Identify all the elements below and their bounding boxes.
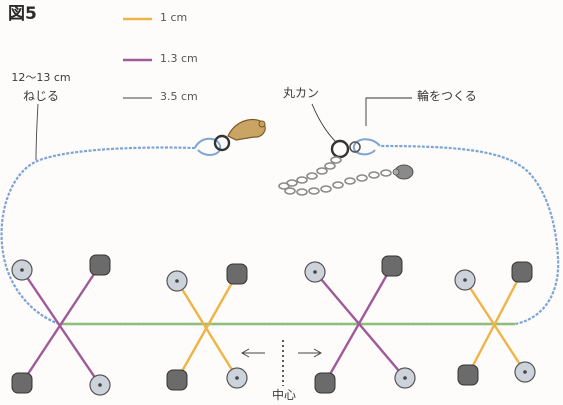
lobster-clasp-icon	[227, 118, 266, 141]
legend-label-3-5cm: 3.5 cm	[160, 90, 198, 103]
twisted-wire-loop	[0, 144, 560, 326]
arrow-left-icon	[240, 348, 265, 358]
jump-ring-leader-line	[311, 103, 337, 143]
twist-length-label: 12〜13 cm	[11, 71, 71, 84]
twist-leader-line	[35, 103, 39, 161]
twist-action-label: ねじる	[22, 89, 59, 103]
legend-label-1-3cm: 1.3 cm	[160, 52, 198, 65]
jump-ring-left-icon	[213, 134, 231, 152]
jump-ring-right-icon	[330, 139, 350, 159]
figure-title: 図5	[8, 4, 37, 24]
motif-4	[454, 261, 536, 386]
make-loop-bracket	[365, 97, 412, 126]
motif-2	[166, 263, 248, 391]
extender-drop-bead-icon	[392, 164, 414, 180]
make-loop-label: 輪をつくる	[417, 89, 477, 103]
jump-ring-label: 丸カン	[283, 86, 320, 100]
jump-ring-link-icon	[349, 141, 361, 153]
motif-1	[11, 254, 111, 396]
extender-chain-icon	[278, 156, 392, 196]
motif-3	[304, 255, 416, 394]
legend-label-1cm: 1 cm	[160, 11, 188, 24]
wire-loop-left	[194, 137, 222, 156]
center-label: 中心	[272, 388, 297, 402]
wire-loop-right	[352, 138, 381, 156]
arrow-right-icon	[298, 348, 323, 358]
